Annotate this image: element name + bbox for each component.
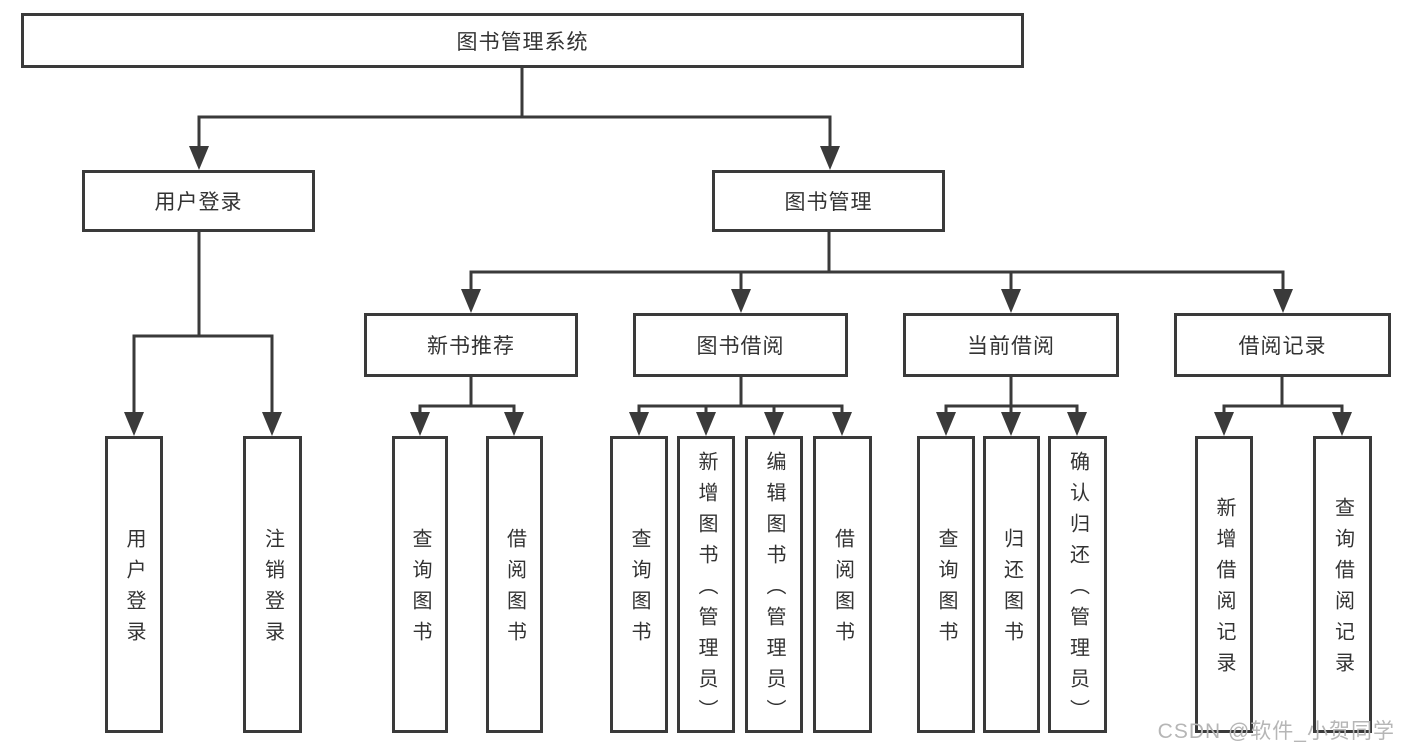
leaf-label: 查询图书	[628, 528, 650, 652]
leaf-edit-books-admin: 编辑图书（管理员）	[745, 436, 803, 733]
node-user-login: 用户登录	[82, 170, 315, 232]
leaf-borrow-books-recommend: 借阅图书	[486, 436, 543, 733]
node-new-book-recommend: 新书推荐	[364, 313, 578, 377]
leaf-query-books-recommend: 查询图书	[392, 436, 448, 733]
leaf-label: 借阅图书	[503, 528, 526, 652]
leaf-label: 确认归还（管理员）	[1066, 450, 1089, 730]
leaf-add-books-admin: 新增图书（管理员）	[677, 436, 735, 733]
leaf-label: 查询借阅记录	[1331, 497, 1354, 683]
leaf-label: 查询图书	[935, 528, 957, 652]
leaf-add-borrow-record: 新增借阅记录	[1195, 436, 1253, 733]
leaf-label: 编辑图书（管理员）	[763, 450, 785, 730]
leaf-label: 新增图书（管理员）	[695, 450, 717, 730]
leaf-query-books-borrow: 查询图书	[610, 436, 668, 733]
node-borrow-records: 借阅记录	[1174, 313, 1391, 377]
leaf-logout: 注销登录	[243, 436, 302, 733]
node-root: 图书管理系统	[21, 13, 1024, 68]
leaf-label: 新增借阅记录	[1213, 497, 1235, 683]
leaf-label: 归还图书	[1000, 528, 1023, 652]
leaf-query-books-current: 查询图书	[917, 436, 975, 733]
node-book-management: 图书管理	[712, 170, 945, 232]
node-book-borrow: 图书借阅	[633, 313, 848, 377]
leaf-user-login: 用户登录	[105, 436, 163, 733]
leaf-return-books: 归还图书	[983, 436, 1040, 733]
leaf-borrow-books: 借阅图书	[813, 436, 872, 733]
leaf-confirm-return-admin: 确认归还（管理员）	[1048, 436, 1107, 733]
leaf-label: 借阅图书	[831, 528, 854, 652]
leaf-label: 注销登录	[261, 528, 284, 652]
node-current-borrow: 当前借阅	[903, 313, 1119, 377]
leaf-label: 查询图书	[409, 528, 431, 652]
leaf-query-borrow-record: 查询借阅记录	[1313, 436, 1372, 733]
leaf-label: 用户登录	[123, 528, 145, 652]
